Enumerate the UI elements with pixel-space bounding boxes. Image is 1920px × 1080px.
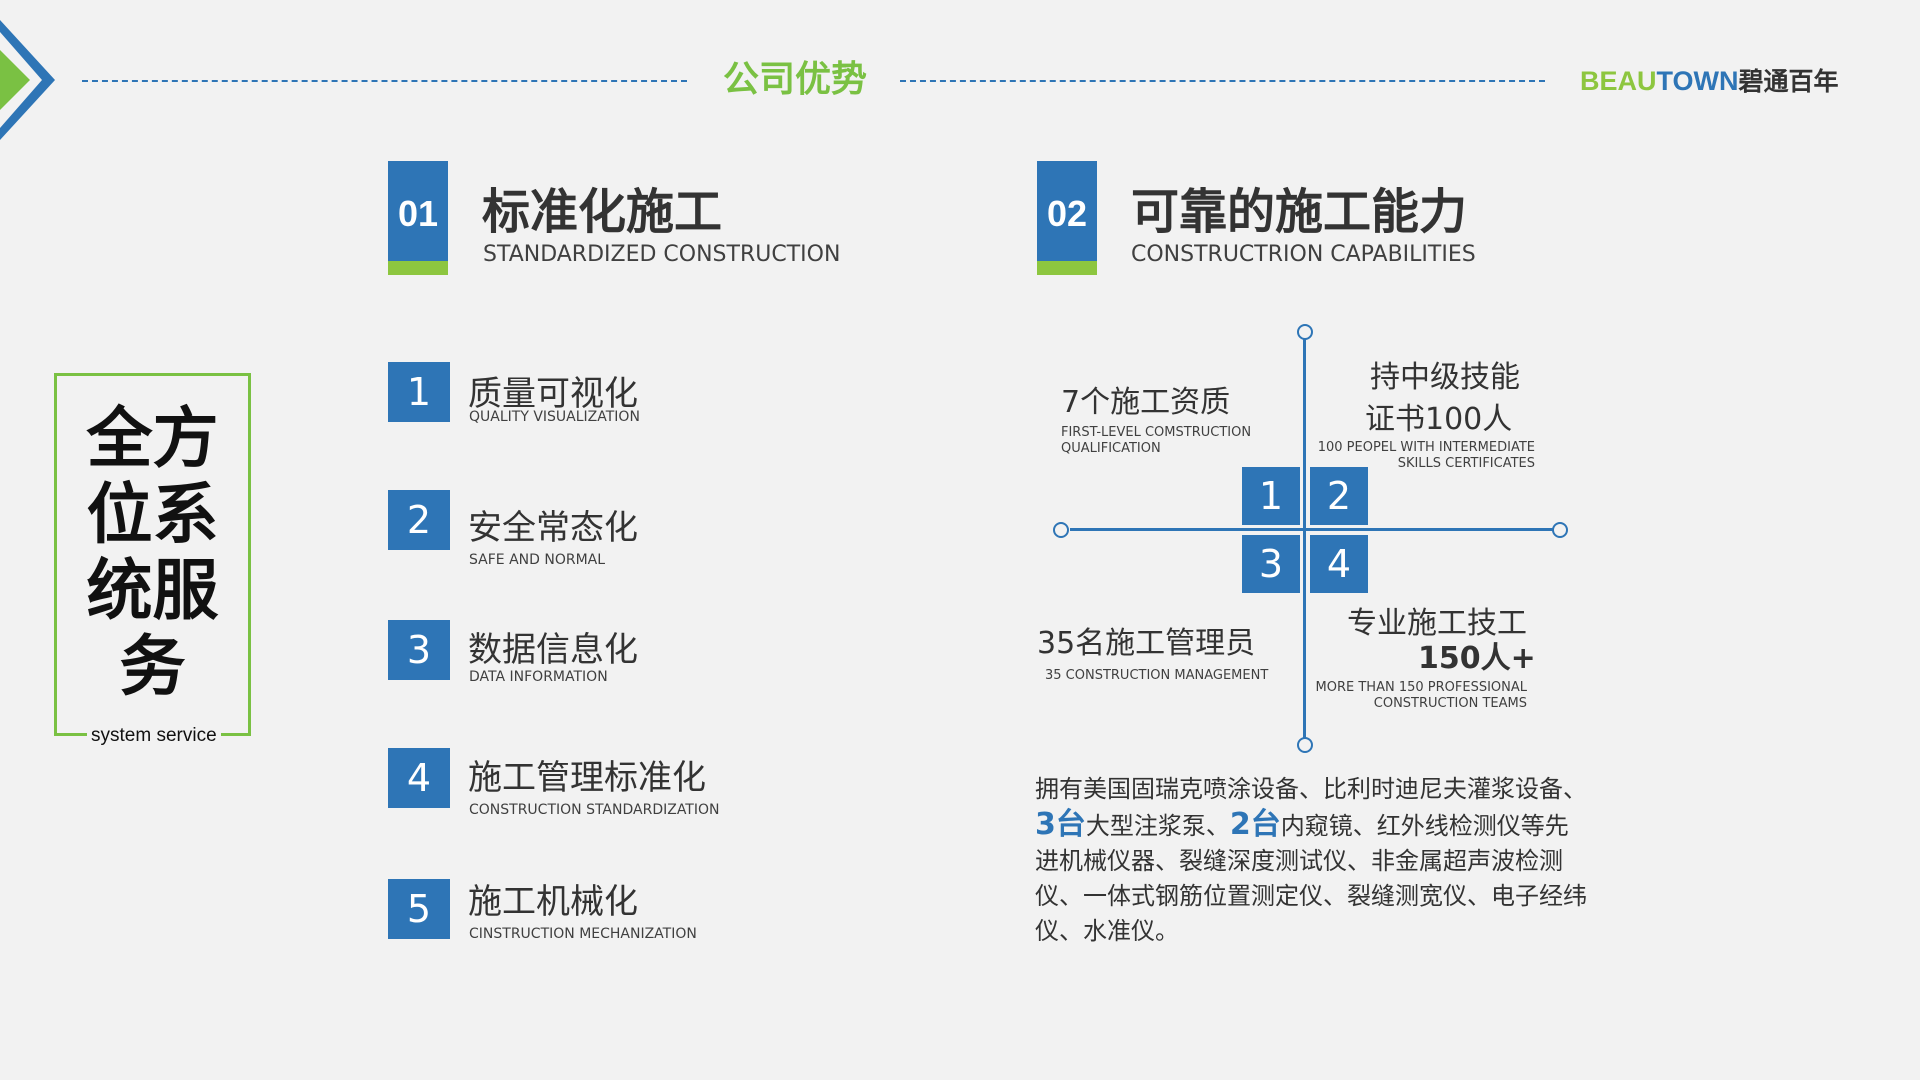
quadrant-1-badge: 1 [1242,467,1300,525]
item-badge: 1 [388,362,450,422]
title-line: 统服 [86,552,219,629]
section2-subtitle: CONSTRUCTRION CAPABILITIES [1131,242,1476,267]
quadrant-4-subtitle: MORE THAN 150 PROFESSIONAL CONSTRUCTION … [1300,680,1527,712]
header-arrow-icon [0,20,55,140]
quadrant-4-sub-line: MORE THAN 150 PROFESSIONAL [1315,680,1527,695]
axis-end-right-icon [1552,522,1568,538]
item-title: 安全常态化 [468,508,638,548]
brand-logo: BEAUTOWN碧通百年 [1580,62,1839,98]
paragraph-text: 拥有美国固瑞克喷涂设备、比利时迪尼夫灌浆设备、 [1035,775,1587,803]
item-title: 施工机械化 [468,882,638,922]
title-line: 位系 [86,476,219,553]
section1-subtitle: STANDARDIZED CONSTRUCTION [483,242,841,267]
axis-end-left-icon [1053,522,1069,538]
system-service-box: 全方 位系 统服 务 system service [54,373,251,747]
quadrant-4-sub-line: CONSTRUCTION TEAMS [1373,696,1527,711]
quadrant-1-sub-line: FIRST-LEVEL COMSTRUCTION [1061,425,1252,440]
quadrant-4-badge: 4 [1310,535,1368,593]
vertical-axis [1303,332,1306,742]
section1-badge-bar [388,261,448,275]
equipment-paragraph: 拥有美国固瑞克喷涂设备、比利时迪尼夫灌浆设备、 3台大型注浆泵、2台内窥镜、红外线… [1035,772,1590,949]
header-divider-right [900,80,1545,82]
quadrant-3-subtitle: 35 CONSTRUCTION MANAGEMENT [1045,668,1269,683]
item-title: 质量可视化 [468,374,638,414]
item-subtitle: CONSTRUCTION STANDARDIZATION [469,802,720,818]
item-badge: 5 [388,879,450,939]
section2-title: 可靠的施工能力 [1131,184,1468,240]
section2-badge-bar [1037,261,1097,275]
quadrant-2-sub-line: 100 PEOPEL WITH INTERMEDIATE [1317,440,1535,455]
section1-number: 01 [397,193,439,234]
paragraph-highlight: 2台 [1229,807,1281,842]
title-line: 全方 [86,400,219,477]
item-title: 施工管理标准化 [468,758,706,798]
system-service-title: 全方 位系 统服 务 [57,401,248,705]
quadrant-3-badge: 3 [1242,535,1300,593]
brand-part1: BEAU [1580,66,1657,96]
axis-end-bottom-icon [1297,737,1313,753]
item-badge: 4 [388,748,450,808]
section1-title: 标准化施工 [482,184,723,240]
item-subtitle: DATA INFORMATION [469,669,608,685]
quadrant-3-title: 35名施工管理员 [1037,626,1256,661]
item-badge: 2 [388,490,450,550]
quadrant-1-subtitle: FIRST-LEVEL COMSTRUCTION QUALIFICATION [1061,425,1251,457]
quadrant-1-sub-line: QUALIFICATION [1061,441,1161,456]
section2-number: 02 [1046,193,1088,234]
paragraph-highlight: 3台 [1035,807,1086,842]
quadrant-2-sub-line: SKILLS CERTIFICATES [1397,456,1535,471]
axis-end-top-icon [1297,324,1313,340]
quadrant-4-title-line1: 专业施工技工 [1347,606,1527,641]
header-divider-left [82,80,687,82]
paragraph-text: 内窥镜、红外线检测仪等先进机械仪器、裂缝深度测试仪、非金属超声波检测仪、一体式钢… [1035,812,1587,945]
system-service-subtitle: system service [87,725,221,747]
quadrant-2-title-line1: 持中级技能 [1370,360,1520,395]
title-line: 务 [119,628,186,705]
item-subtitle: CINSTRUCTION MECHANIZATION [469,926,697,942]
quadrant-4-title-line2: 150人+ [1418,641,1536,676]
page-title: 公司优势 [722,59,867,100]
section1-badge: 01 [388,161,448,275]
brand-cn: 碧通百年 [1738,67,1839,96]
item-subtitle: QUALITY VISUALIZATION [469,409,640,425]
quadrant-2-badge: 2 [1310,467,1368,525]
item-subtitle: SAFE AND NORMAL [469,552,606,568]
quadrant-2-subtitle: 100 PEOPEL WITH INTERMEDIATE SKILLS CERT… [1310,440,1535,472]
section2-badge: 02 [1037,161,1097,275]
quadrant-1-title: 7个施工资质 [1061,385,1231,420]
item-badge: 3 [388,620,450,680]
quadrant-2-title-line2: 证书100人 [1365,402,1513,437]
brand-part2: TOWN [1656,66,1739,96]
paragraph-text: 大型注浆泵、 [1085,812,1230,840]
horizontal-axis [1070,528,1558,531]
item-title: 数据信息化 [468,630,638,670]
